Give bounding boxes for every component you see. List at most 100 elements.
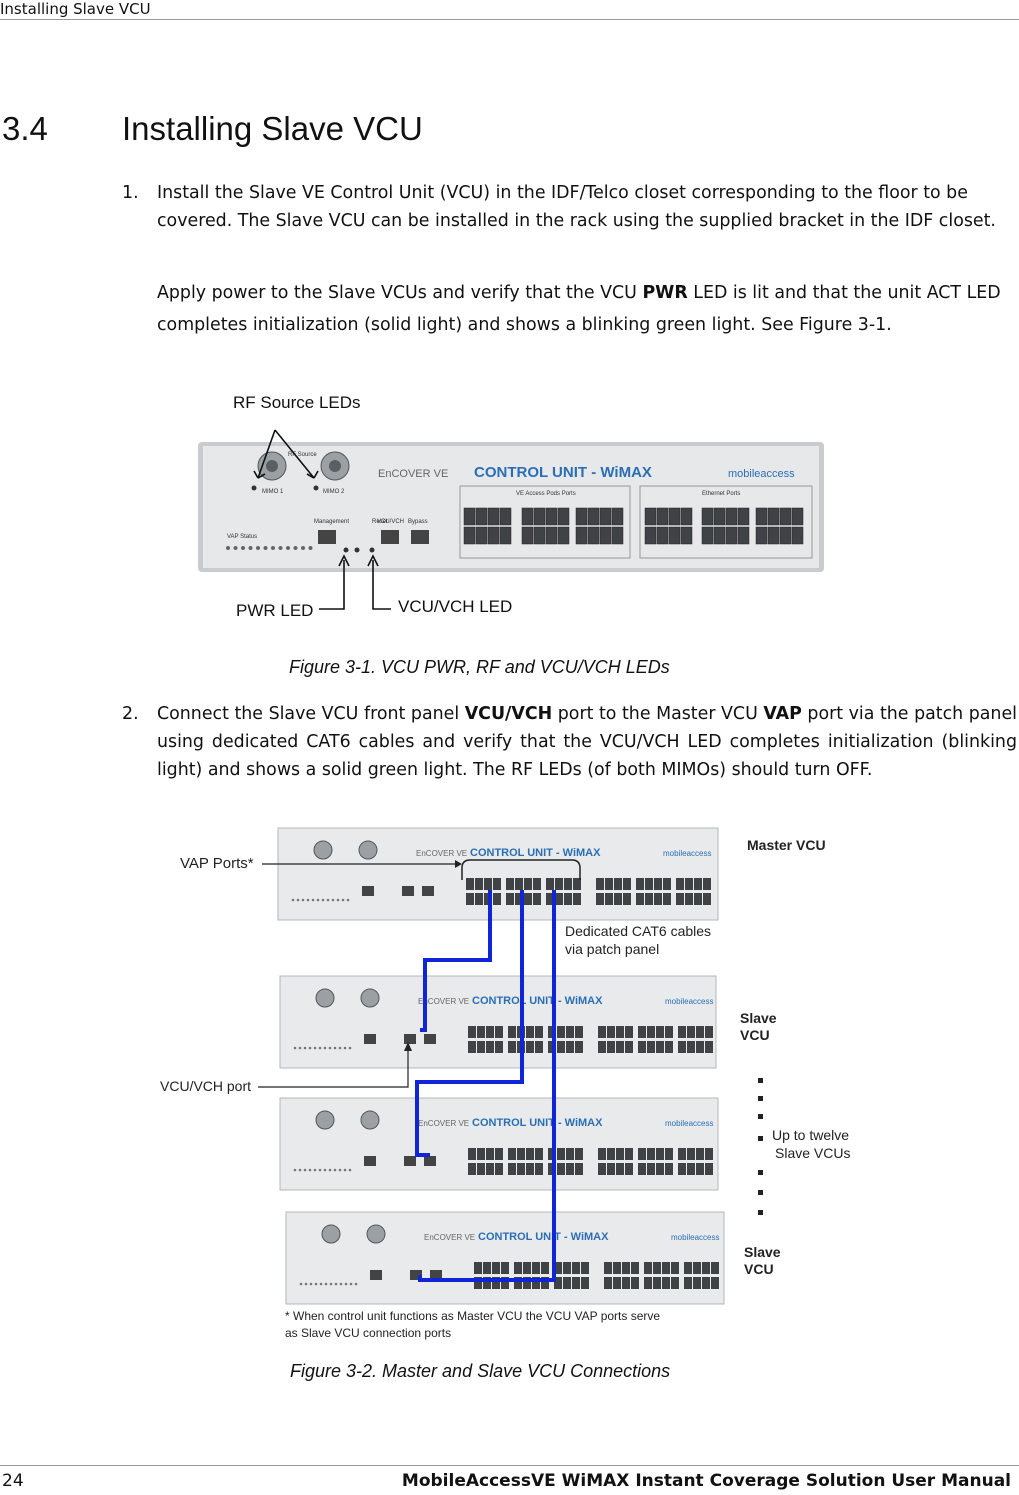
rj45-port xyxy=(533,507,546,526)
rj45-port xyxy=(725,526,738,545)
pwr-led-callout: PWR LED xyxy=(236,601,313,620)
rj45-port xyxy=(564,878,572,890)
rj45-port xyxy=(711,1262,719,1274)
rj45-port xyxy=(614,893,622,905)
rj45-port xyxy=(483,1262,491,1274)
rj45-port xyxy=(644,1277,652,1289)
rj45-port xyxy=(572,1277,580,1289)
rj45-port xyxy=(663,893,671,905)
rj45-port xyxy=(493,878,501,890)
rj45-port xyxy=(475,507,488,526)
rj45-port xyxy=(613,1277,621,1289)
rj45-port xyxy=(557,1163,565,1175)
rj45-port xyxy=(678,1026,686,1038)
rj45-port xyxy=(631,1277,639,1289)
rj45-port xyxy=(687,1026,695,1038)
management-label: Management xyxy=(314,519,349,525)
figure-2-caption: Figure 3-2. Master and Slave VCU Connect… xyxy=(290,1361,671,1381)
ellipsis-dot xyxy=(758,1170,763,1175)
rj45-port xyxy=(475,526,488,545)
rj45-port xyxy=(638,1163,646,1175)
rj45-port xyxy=(668,507,681,526)
rj45-port xyxy=(557,507,570,526)
rj45-port xyxy=(684,1262,692,1274)
management-port xyxy=(318,530,336,544)
rj45-port xyxy=(596,893,604,905)
unit-title: CONTROL UNIT - WiMAX xyxy=(470,847,601,859)
vcu-vch-port xyxy=(410,1270,422,1280)
rj45-port xyxy=(587,507,600,526)
rj45-port xyxy=(676,878,684,890)
rj45-port xyxy=(524,878,532,890)
rj45-port xyxy=(532,1262,540,1274)
vap-status-led xyxy=(308,546,313,550)
mimo-connector-icon xyxy=(358,840,378,860)
unit-title: CONTROL UNIT - WiMAX xyxy=(472,1117,603,1129)
vcu-vch-bold: VCU/VCH xyxy=(464,704,553,724)
ellipsis-dot xyxy=(758,1078,763,1083)
rj45-port xyxy=(483,1277,491,1289)
rj45-port xyxy=(605,878,613,890)
rj45-port xyxy=(546,893,554,905)
rj45-port xyxy=(523,1262,531,1274)
rj45-port xyxy=(487,507,500,526)
rj45-port xyxy=(680,526,693,545)
rj45-port xyxy=(541,1262,549,1274)
ellipsis-dot xyxy=(758,1114,763,1119)
vap-status-led xyxy=(293,546,298,550)
act-led xyxy=(354,547,360,553)
rj45-port xyxy=(523,1277,531,1289)
rf-led-1 xyxy=(251,485,257,491)
rj45-port xyxy=(611,526,624,545)
rj45-port xyxy=(463,526,476,545)
vap-status-led xyxy=(256,546,260,550)
rj45-port xyxy=(631,1262,639,1274)
rj45-port xyxy=(647,1026,655,1038)
rj45-port xyxy=(493,893,501,905)
mimo-connector-icon xyxy=(313,840,333,860)
rj45-port xyxy=(755,526,768,545)
rj45-port xyxy=(555,878,563,890)
text: port to the Master VCU xyxy=(552,704,764,724)
rj45-port xyxy=(517,1163,525,1175)
mimo-2-label: MIMO 2 xyxy=(323,489,345,495)
brand-logo: EnCOVER VE xyxy=(378,468,448,480)
mimo-connector-icon xyxy=(315,1110,335,1130)
reset-label: Reset xyxy=(372,519,388,525)
vap-status-led xyxy=(286,546,290,550)
vap-ports-label: VAP Ports* xyxy=(180,855,254,872)
rj45-port xyxy=(477,1041,485,1053)
rj45-port xyxy=(623,893,631,905)
rj45-port xyxy=(575,507,588,526)
vap-status-led xyxy=(226,546,230,550)
rj45-port xyxy=(678,1041,686,1053)
rj45-port xyxy=(656,1041,664,1053)
section-number: 3.4 xyxy=(2,110,48,147)
unit-logo: mobileaccess xyxy=(665,997,713,1006)
footnote-line2: as Slave VCU connection ports xyxy=(285,1326,451,1340)
rj45-port xyxy=(587,526,600,545)
rj45-port xyxy=(575,1041,583,1053)
rj45-port-array xyxy=(463,507,804,545)
step-1-paragraph-2: Apply power to the Slave VCUs and verify… xyxy=(157,277,1017,341)
rj45-port xyxy=(668,526,681,545)
vcu-vch-port xyxy=(404,1156,416,1166)
rj45-port xyxy=(663,878,671,890)
rj45-port xyxy=(779,526,792,545)
mimo-connector-icon xyxy=(360,988,380,1008)
rj45-port xyxy=(495,1026,503,1038)
step-1: 1. Install the Slave VE Control Unit (VC… xyxy=(122,179,1017,235)
rj45-port xyxy=(575,1026,583,1038)
rj45-port xyxy=(623,878,631,890)
vap-bold: VAP xyxy=(763,704,802,724)
vap-ports-bracket xyxy=(461,859,581,880)
rj45-port xyxy=(654,878,662,890)
rj45-port xyxy=(647,1041,655,1053)
rj45-port xyxy=(546,878,554,890)
rj45-port xyxy=(468,1041,476,1053)
rj45-port xyxy=(701,526,714,545)
vcu-vch-label: VCU/VCH xyxy=(377,519,404,525)
rj45-port xyxy=(526,1026,534,1038)
